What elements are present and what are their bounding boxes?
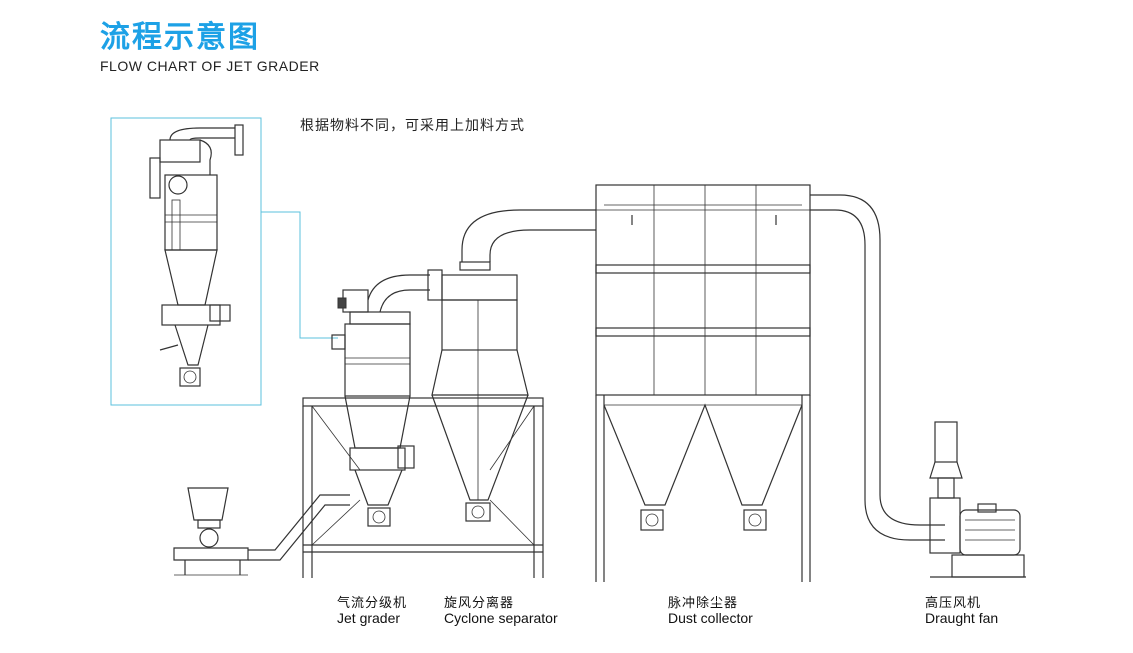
label-dust-collector: 脉冲除尘器 Dust collector — [668, 592, 753, 626]
page-title: 流程示意图 — [100, 20, 260, 55]
jet-grader — [331, 274, 430, 527]
label-jet-grader: 气流分级机 Jet grader — [337, 592, 407, 626]
label-fan-cn: 高压风机 — [925, 596, 982, 611]
label-fan: 高压风机 Draught fan — [925, 592, 998, 626]
cyclone-separator — [427, 209, 596, 522]
label-cyclone-en: Cyclone separator — [444, 610, 558, 626]
label-jet-grader-en: Jet grader — [337, 610, 401, 626]
draught-fan — [929, 421, 1026, 578]
page-subtitle: FLOW CHART OF JET GRADER — [100, 58, 320, 74]
inset-top-feed — [110, 117, 338, 406]
label-dust-collector-cn: 脉冲除尘器 — [668, 596, 739, 611]
label-jet-grader-cn: 气流分级机 — [337, 596, 408, 611]
feeding-note: 根据物料不同，可采用上加料方式 — [300, 118, 525, 134]
feed-pipe — [248, 494, 350, 561]
support-frame — [302, 397, 544, 578]
label-cyclone: 旋风分离器 Cyclone separator — [444, 592, 558, 626]
label-dust-collector-en: Dust collector — [668, 610, 753, 626]
label-cyclone-cn: 旋风分离器 — [444, 596, 515, 611]
feeder — [173, 487, 249, 576]
label-fan-en: Draught fan — [925, 610, 999, 626]
dust-collector — [595, 184, 945, 582]
